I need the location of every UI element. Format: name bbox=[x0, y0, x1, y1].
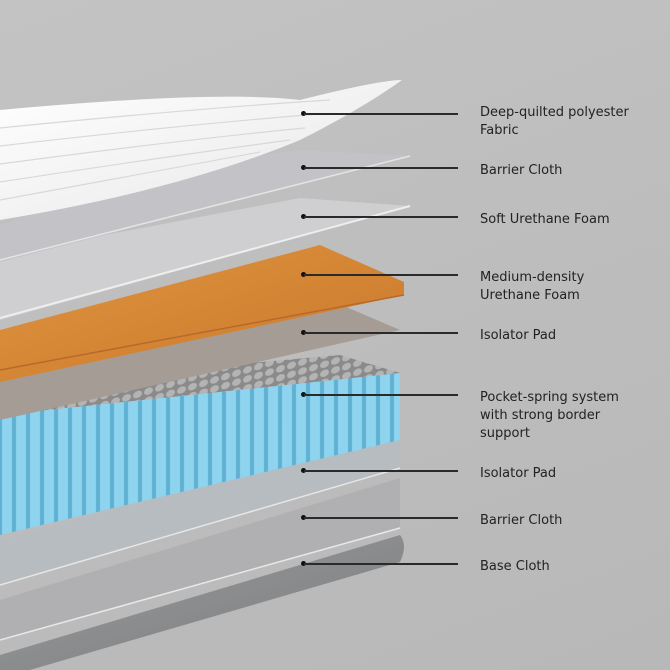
leader-dot bbox=[301, 392, 306, 397]
callout-label: Isolator Pad bbox=[480, 328, 557, 343]
leader-dot bbox=[301, 561, 306, 566]
leader-line bbox=[304, 167, 458, 169]
leader-line bbox=[304, 470, 458, 472]
callout-label: Medium-density Urethane Foam bbox=[480, 270, 585, 303]
leader-dot bbox=[301, 272, 306, 277]
leader-line bbox=[304, 563, 458, 565]
leader-line bbox=[304, 274, 458, 276]
leader-line bbox=[304, 216, 458, 218]
base-cloth-layer bbox=[0, 535, 404, 670]
callout-label: Soft Urethane Foam bbox=[480, 212, 610, 227]
leader-dot bbox=[301, 214, 306, 219]
callout-label: Base Cloth bbox=[480, 559, 550, 574]
barrier-cloth-top-layer bbox=[0, 150, 411, 262]
leader-line bbox=[304, 113, 458, 115]
isolator-pad-top-layer bbox=[0, 300, 400, 420]
pocket-spring-layer bbox=[0, 355, 400, 535]
leader-dot bbox=[301, 515, 306, 520]
leader-dot bbox=[301, 468, 306, 473]
leader-dot bbox=[301, 165, 306, 170]
leader-line bbox=[304, 332, 458, 334]
isolator-pad-bottom-layer bbox=[0, 432, 401, 586]
callout-label: Isolator Pad bbox=[480, 466, 557, 481]
leader-dot bbox=[301, 330, 306, 335]
callout-label: Deep-quilted polyester Fabric bbox=[480, 105, 629, 138]
barrier-cloth-bottom-layer bbox=[0, 478, 401, 641]
callout-label: Barrier Cloth bbox=[480, 513, 563, 528]
callout-label: Pocket-spring system with strong border … bbox=[480, 390, 619, 441]
callout-label: Barrier Cloth bbox=[480, 163, 563, 178]
medium-density-foam-layer bbox=[0, 245, 405, 382]
leader-line bbox=[304, 517, 458, 519]
leader-line bbox=[304, 394, 458, 396]
leader-dot bbox=[301, 111, 306, 116]
